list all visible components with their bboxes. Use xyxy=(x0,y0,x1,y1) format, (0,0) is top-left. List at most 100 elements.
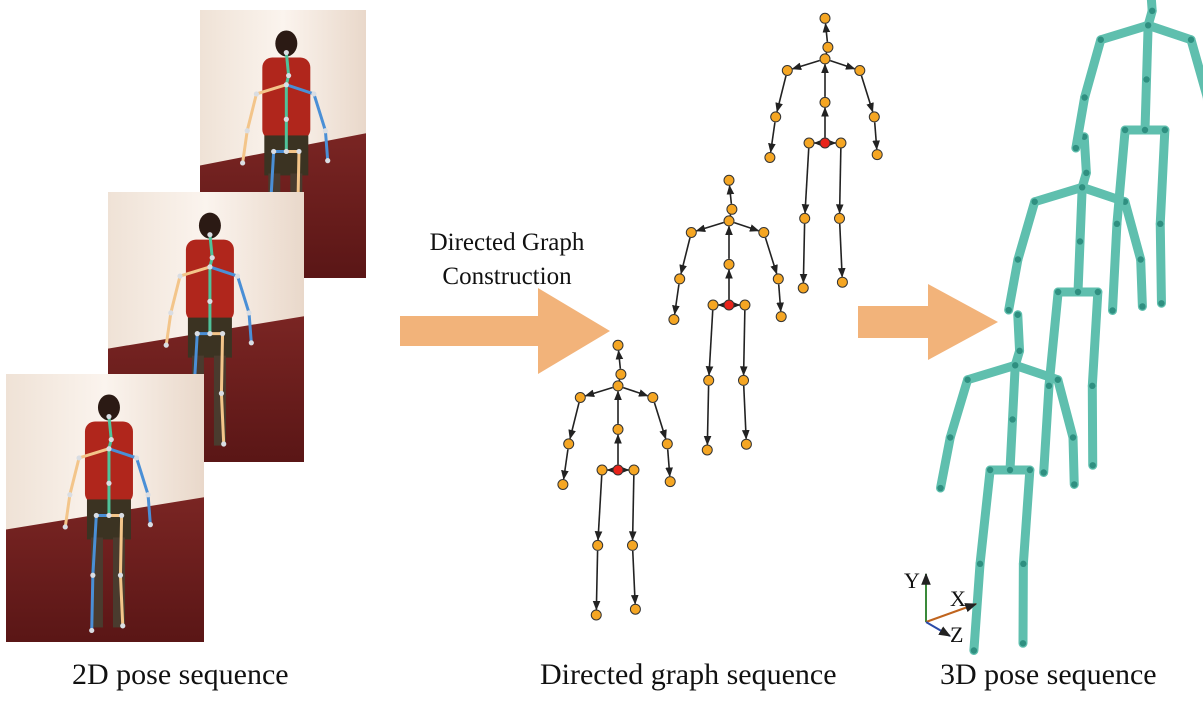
pose-joint xyxy=(106,446,112,452)
pose-joint xyxy=(62,524,68,530)
y-axis-label: Y xyxy=(904,568,920,593)
3d-joint xyxy=(1031,198,1038,205)
graph-edge xyxy=(739,310,748,376)
pose-bone xyxy=(107,447,139,460)
graph-edge xyxy=(665,449,673,478)
graph-node xyxy=(775,311,787,323)
pose-bone xyxy=(312,92,327,133)
3d-bone xyxy=(1004,255,1023,315)
3d-bone xyxy=(1108,219,1122,315)
pose-joint xyxy=(93,512,99,519)
3d-bone xyxy=(1039,381,1054,477)
pose-joint xyxy=(219,331,226,337)
pose-bone xyxy=(118,513,124,577)
pose-bone xyxy=(208,265,240,278)
pose-joint xyxy=(296,148,302,155)
graph-node xyxy=(596,464,608,476)
person-head xyxy=(198,212,221,239)
3d-bone xyxy=(1146,0,1157,16)
directed-graph xyxy=(764,12,883,294)
graph-edge xyxy=(615,349,624,369)
pose-joint xyxy=(163,342,169,348)
graph-node xyxy=(772,273,784,285)
pose-bone xyxy=(247,311,253,345)
3d-joint xyxy=(1074,288,1082,296)
pose-joint xyxy=(240,160,246,166)
pose-bone xyxy=(219,391,226,446)
3d-joint xyxy=(1012,362,1019,369)
directed-graph xyxy=(668,174,787,456)
graph-node xyxy=(781,65,793,76)
3d-bone xyxy=(1186,35,1203,99)
graph-edge xyxy=(703,385,712,446)
graph-node xyxy=(868,111,880,123)
directed-graph xyxy=(557,339,676,621)
pose-bone xyxy=(208,233,214,260)
3d-skeleton xyxy=(936,310,1079,655)
pose-bone xyxy=(254,83,288,96)
graph-node xyxy=(629,603,641,615)
3d-joint xyxy=(1045,382,1053,390)
pose-bone xyxy=(164,311,173,347)
3d-joint xyxy=(1097,36,1104,43)
pose-bone xyxy=(284,51,291,78)
pose-bone xyxy=(178,265,212,278)
graph-node xyxy=(799,212,811,224)
3d-joint xyxy=(976,560,984,568)
graph-node xyxy=(612,423,624,435)
graph-edge xyxy=(822,22,831,42)
graph-node xyxy=(723,174,735,186)
3d-joint xyxy=(1081,94,1088,101)
graph-node xyxy=(871,149,883,161)
pose-joint xyxy=(207,264,213,270)
3d-bone xyxy=(1143,20,1196,45)
3d-bone xyxy=(1008,360,1020,424)
pose-bone xyxy=(135,456,150,497)
3d-joint xyxy=(1113,220,1121,228)
graph-node xyxy=(723,258,735,270)
graph-node xyxy=(590,609,602,621)
graph-edge xyxy=(584,386,613,398)
graph-edge xyxy=(776,284,784,313)
pose-joint xyxy=(253,91,260,97)
graph-edge xyxy=(837,223,846,278)
caption-2d-pose-sequence: 2D pose sequence xyxy=(72,658,289,691)
photo-floor xyxy=(6,497,204,642)
3d-pose-sequence xyxy=(936,0,1203,655)
3d-joint xyxy=(1141,126,1149,134)
pose-joint xyxy=(67,492,73,498)
pose-bone xyxy=(90,573,95,632)
pose-joint xyxy=(322,128,329,134)
pose-joint xyxy=(283,82,289,88)
graph-node xyxy=(703,374,715,386)
arrow-label: Directed Graph Construction xyxy=(392,226,622,294)
graph-edge xyxy=(561,449,569,481)
pose-joint xyxy=(311,91,317,97)
graph-root-node xyxy=(723,299,735,311)
3d-joint xyxy=(1016,347,1023,355)
3d-joint xyxy=(1005,306,1012,314)
pose-joint xyxy=(248,340,254,346)
graph-edge xyxy=(630,550,639,605)
pose-joint xyxy=(106,512,112,519)
3d-bone xyxy=(1140,74,1152,135)
3d-bone xyxy=(1005,414,1018,475)
3d-bone xyxy=(1030,182,1087,207)
3d-joint xyxy=(1071,481,1078,488)
graph-node xyxy=(563,438,575,450)
3d-bone xyxy=(1073,236,1085,297)
pose-bone xyxy=(77,447,111,460)
pose-joint xyxy=(168,310,174,316)
graph-edge xyxy=(592,550,601,611)
graph-node xyxy=(685,227,697,238)
pose-bone xyxy=(118,573,125,628)
3d-bone xyxy=(1053,375,1078,443)
caption-directed-graph-sequence: Directed graph sequence xyxy=(540,658,837,691)
3d-bone xyxy=(1080,35,1106,103)
pose-joint xyxy=(218,390,225,396)
pose-joint xyxy=(207,331,213,337)
3d-bone xyxy=(1136,255,1147,311)
3d-joint xyxy=(1187,36,1195,43)
3d-bone xyxy=(1155,125,1170,229)
